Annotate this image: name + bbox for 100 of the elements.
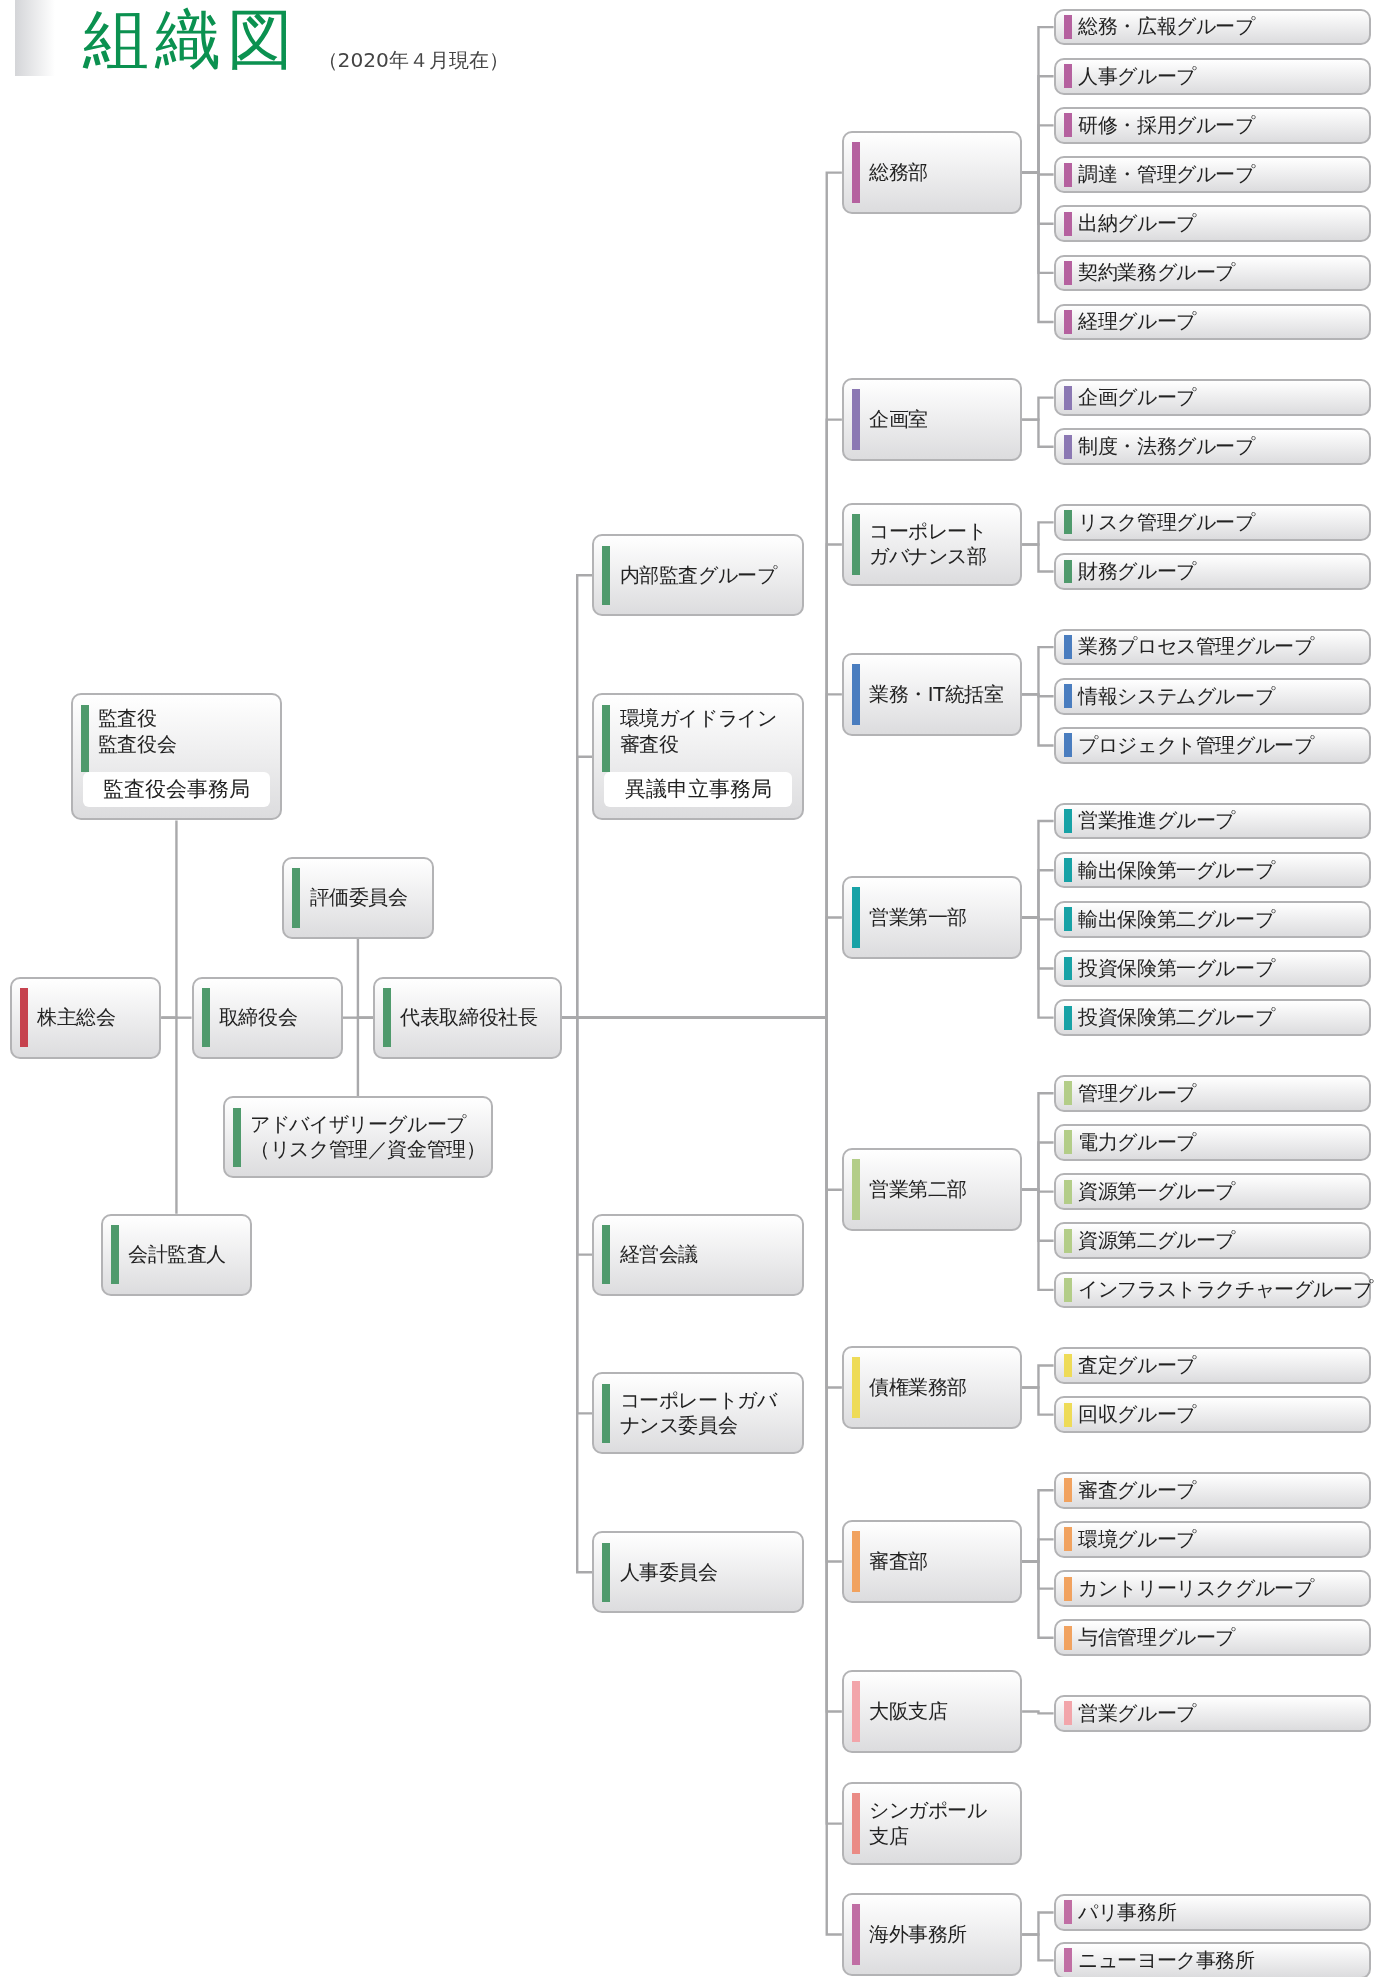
org-box bbox=[841, 1782, 1023, 1866]
group-box bbox=[1053, 950, 1372, 987]
box-label: リスク管理グループ bbox=[1078, 509, 1255, 536]
box-label: 企画グループ bbox=[1078, 384, 1196, 411]
box-label: 情報システムグループ bbox=[1078, 683, 1275, 709]
box-label: 環境ガイドライン審査役 bbox=[619, 706, 778, 758]
connector-line bbox=[1022, 1386, 1054, 1416]
box-label: 投資保険第二グループ bbox=[1078, 1005, 1275, 1031]
group-box bbox=[1053, 1396, 1372, 1433]
box-label: 経理グループ bbox=[1078, 309, 1196, 335]
box-label: 総務部 bbox=[869, 159, 928, 186]
group-box bbox=[1053, 205, 1372, 242]
org-box bbox=[841, 1148, 1023, 1232]
box-label: カントリーリスクグループ bbox=[1078, 1575, 1314, 1602]
group-box bbox=[1053, 1472, 1372, 1509]
org-box bbox=[841, 378, 1023, 462]
box-label: パリ事務所 bbox=[1078, 1899, 1177, 1926]
group-box bbox=[1053, 57, 1372, 95]
org-box bbox=[841, 1892, 1023, 1977]
box-label: プロジェクト管理グループ bbox=[1078, 732, 1314, 759]
box-label: コーポレートガバナンス委員会 bbox=[619, 1388, 778, 1439]
box-label: 人事委員会 bbox=[619, 1559, 718, 1585]
connector-line bbox=[356, 1016, 374, 1097]
group-box bbox=[1053, 1894, 1372, 1931]
group-box bbox=[1053, 553, 1372, 590]
connector-line bbox=[1022, 543, 1054, 573]
box-label: 代表取締役社長 bbox=[400, 1005, 538, 1031]
group-box bbox=[1053, 1075, 1372, 1112]
box-label: 研修・採用グループ bbox=[1078, 112, 1255, 139]
org-box bbox=[10, 976, 162, 1059]
org-box bbox=[70, 693, 283, 821]
box-label: 輸出保険第二グループ bbox=[1078, 906, 1275, 933]
box-label: 輸出保険第一グループ bbox=[1078, 857, 1275, 883]
box-label: 資源第一グループ bbox=[1078, 1178, 1236, 1205]
box-label: 営業推進グループ bbox=[1078, 808, 1236, 834]
date-note: （2020年４月現在） bbox=[317, 46, 509, 74]
org-box bbox=[282, 857, 434, 939]
connector-line bbox=[1022, 1710, 1054, 1715]
box-label: 取締役会 bbox=[218, 1005, 298, 1031]
org-box bbox=[841, 875, 1023, 960]
group-box bbox=[1053, 1570, 1372, 1607]
box-label: 与信管理グループ bbox=[1078, 1625, 1236, 1651]
group-box bbox=[1053, 1271, 1372, 1309]
group-box bbox=[1053, 303, 1372, 341]
org-box bbox=[100, 1213, 253, 1296]
box-label: アドバイザリーグループ（リスク管理／資金管理） bbox=[250, 1112, 487, 1163]
box-label: 評価委員会 bbox=[309, 885, 408, 911]
box-label: 財務グループ bbox=[1078, 558, 1196, 585]
group-box bbox=[1053, 678, 1372, 715]
org-box bbox=[841, 502, 1023, 586]
box-label: 管理グループ bbox=[1078, 1080, 1196, 1106]
box-label: 業務・IT統括室 bbox=[869, 681, 1004, 708]
connector-line bbox=[1022, 1560, 1054, 1639]
group-box bbox=[1053, 379, 1372, 416]
box-label: 電力グループ bbox=[1078, 1129, 1196, 1156]
box-label: 出納グループ bbox=[1078, 211, 1196, 237]
connector-line bbox=[1022, 1188, 1054, 1292]
box-label: 株主総会 bbox=[37, 1005, 116, 1031]
group-box bbox=[1053, 999, 1372, 1036]
group-box bbox=[1053, 107, 1372, 144]
box-label: 営業第一部 bbox=[869, 904, 968, 931]
box-label: 人事グループ bbox=[1078, 63, 1196, 89]
connector-line bbox=[161, 1016, 178, 1214]
org-box bbox=[191, 976, 343, 1059]
box-label: 投資保険第一グループ bbox=[1078, 955, 1275, 982]
connector-line bbox=[1022, 693, 1054, 747]
box-label: 大阪支店 bbox=[869, 1698, 948, 1725]
group-box bbox=[1053, 628, 1372, 666]
box-label: 海外事務所 bbox=[869, 1921, 968, 1948]
box-label: 査定グループ bbox=[1078, 1352, 1196, 1379]
group-box bbox=[1053, 802, 1372, 840]
box-label: 営業グループ bbox=[1078, 1700, 1196, 1726]
box-label: 営業第二部 bbox=[869, 1177, 968, 1203]
box-label: ニューヨーク事務所 bbox=[1078, 1947, 1255, 1973]
box-label: 経営会議 bbox=[619, 1241, 698, 1268]
group-box bbox=[1053, 1124, 1372, 1161]
box-label: インフラストラクチャーグループ bbox=[1078, 1277, 1373, 1303]
org-box bbox=[841, 1669, 1023, 1754]
box-label: 債権業務部 bbox=[869, 1374, 968, 1401]
org-box bbox=[592, 1213, 805, 1296]
group-box bbox=[1053, 428, 1372, 466]
connector-line bbox=[1022, 916, 1054, 1019]
box-label: 企画室 bbox=[869, 407, 928, 433]
box-label: シンガポール支店 bbox=[869, 1798, 988, 1849]
box-label: 審査グループ bbox=[1078, 1477, 1196, 1503]
box-label: 監査役会 bbox=[97, 731, 177, 758]
connector-line bbox=[1022, 171, 1054, 324]
group-box bbox=[1053, 1521, 1372, 1558]
group-box bbox=[1053, 504, 1372, 541]
group-box bbox=[1053, 1619, 1372, 1656]
box-label: 環境グループ bbox=[1078, 1526, 1196, 1553]
office-label: 監査役会事務局 bbox=[82, 772, 271, 808]
group-box bbox=[1053, 1173, 1372, 1210]
title: 組織図 bbox=[83, 2, 300, 75]
group-box bbox=[1053, 1942, 1372, 1977]
org-box bbox=[592, 1372, 805, 1455]
org-box bbox=[841, 131, 1023, 215]
box-label: 会計監査人 bbox=[128, 1241, 227, 1268]
org-box bbox=[841, 1519, 1023, 1604]
group-box bbox=[1053, 1695, 1372, 1732]
